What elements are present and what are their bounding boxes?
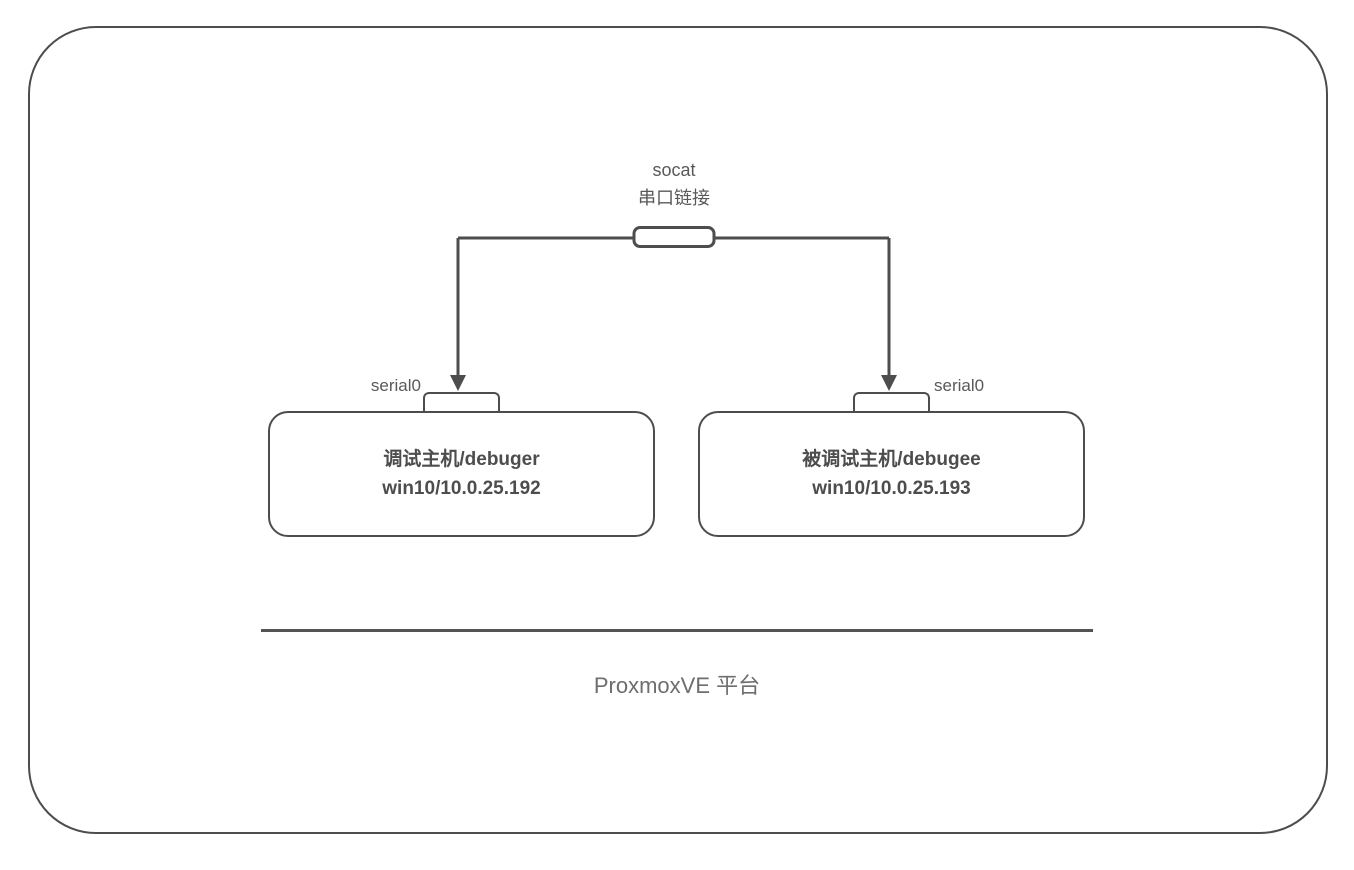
platform-label: ProxmoxVE 平台 [593,673,761,698]
debugger-node: 调试主机/debuger win10/10.0.25.192 [268,411,655,537]
socat-label-line2: 串口链接 [638,188,710,208]
platform-divider [261,629,1093,632]
debuggee-node: 被调试主机/debugee win10/10.0.25.193 [698,411,1085,537]
socat-link-label: socat 串口链接 [574,156,774,212]
debugger-node-subtitle: win10/10.0.25.192 [382,478,541,499]
debuggee-node-subtitle: win10/10.0.25.193 [812,478,971,499]
debugger-node-title: 调试主机/debuger [383,449,540,470]
platform-frame [28,26,1328,834]
serial0-label-left: serial0 [370,376,421,395]
debuggee-node-title: 被调试主机/debugee [802,449,981,470]
serial0-label-right: serial0 [934,376,985,395]
serial-port-left [423,392,500,411]
serial-port-right [853,392,930,411]
socat-label-line1: socat [652,160,696,180]
